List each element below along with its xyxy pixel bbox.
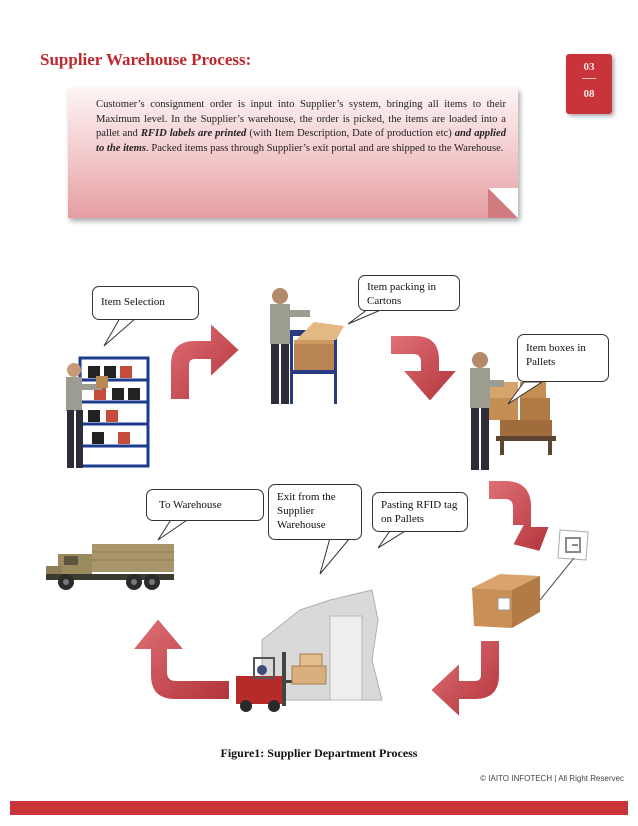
page-separator (582, 78, 596, 79)
bubble-item-selection: Item Selection (92, 286, 199, 320)
emphasis-rfid-printed: RFID labels are printed (140, 128, 247, 140)
arrow-rfid-to-exit (428, 639, 501, 721)
emphasis-applied-items: and applied to the items (96, 128, 506, 154)
carton-packing-illustration (270, 288, 344, 404)
page-title: Supplier Warehouse Process: (40, 50, 252, 69)
bubble-item-boxes: Item boxes in Pallets (517, 334, 609, 382)
truck-illustration (46, 544, 174, 590)
description-note: Customer’s consignment order is input in… (68, 88, 518, 218)
arrow-packing-to-pallets (389, 334, 461, 404)
bubble-to-warehouse: To Warehouse (146, 489, 264, 521)
copyright-text: © IAITO INFOTECH | All Right Reservec (480, 774, 624, 783)
arrow-pallets-to-rfid (487, 479, 552, 554)
pallet-loading-illustration (470, 352, 556, 470)
bubble-exit-supplier: Exit from the Supplier Warehouse (268, 484, 362, 540)
arrow-exit-to-truck (129, 616, 231, 701)
description-text: Customer’s consignment order is input in… (96, 99, 506, 154)
page-current: 03 (583, 61, 595, 73)
bubble-tails (103, 305, 544, 575)
page-number-badge: 03 08 (566, 54, 612, 114)
figure-caption: Figure1: Supplier Department Process (220, 746, 418, 760)
rfid-tag-illustration (472, 529, 589, 628)
page-curl-fold (488, 188, 518, 218)
footer-bar (10, 801, 628, 815)
arrow-selection-to-packing (169, 319, 242, 401)
exit-portal-illustration (236, 589, 383, 712)
bubble-item-packing: Item packing in Cartons (358, 275, 460, 311)
shelf-picking-illustration (66, 356, 150, 468)
page-total: 08 (583, 88, 595, 100)
bubble-pasting-rfid: Pasting RFID tag on Pallets (372, 492, 468, 532)
